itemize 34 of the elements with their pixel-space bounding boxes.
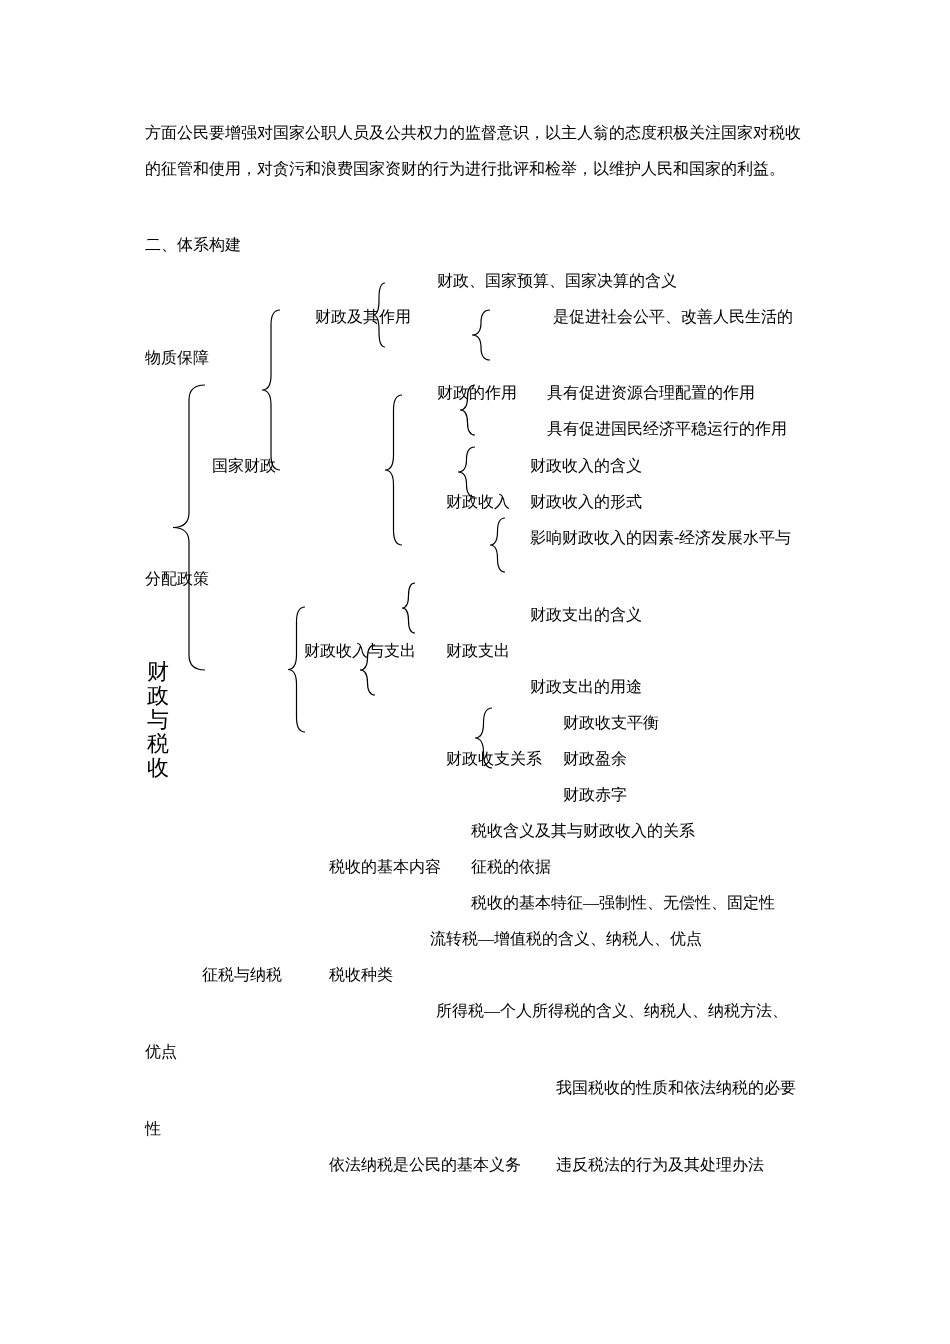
- outline-item: 财政支出: [446, 641, 510, 661]
- outline-item: 征税的依据: [471, 857, 551, 877]
- outline-item: 财政赤字: [563, 785, 627, 805]
- outline-item: 我国税收的性质和依法纳税的必要: [556, 1078, 796, 1098]
- outline-item: 违反税法的行为及其处理办法: [556, 1155, 764, 1175]
- outline-item: 财政收入的含义: [530, 456, 642, 476]
- outline-item: 财政支出的用途: [530, 677, 642, 697]
- outline-item: 优点: [145, 1042, 177, 1062]
- outline-item: 税收的基本特征—强制性、无偿性、固定性: [471, 893, 775, 913]
- outline-item: 所得税—个人所得税的含义、纳税人、纳税方法、: [436, 1001, 788, 1021]
- outline-item: 财政收支平衡: [563, 713, 659, 733]
- outline-item: 影响财政收入的因素-经济发展水平与: [530, 528, 792, 548]
- outline-item: 征税与纳税: [202, 965, 282, 985]
- section-heading: 二、体系构建: [145, 235, 241, 255]
- paragraph: 方面公民要增强对国家公职人员及公共权力的监督意识，以主人翁的态度积极关注国家对税收的征管和使用，对贪污和浪费国家资财的行为进行批评和检举，以维护人民和国家的利益。: [145, 123, 802, 179]
- outline-item: 具有促进资源合理配置的作用: [547, 383, 755, 403]
- outline-item: 国家财政: [212, 456, 276, 476]
- outline-item: 财政盈余: [563, 749, 627, 769]
- vertical-title: 财政与税收: [147, 660, 170, 780]
- outline-item: 财政的作用: [437, 383, 517, 403]
- outline-item: 税收种类: [329, 965, 393, 985]
- outline-item: 财政、国家预算、国家决算的含义: [437, 271, 677, 291]
- outline-item: 税收含义及其与财政收入的关系: [471, 821, 695, 841]
- outline-item: 具有促进国民经济平稳运行的作用: [547, 419, 787, 439]
- outline-item: 性: [145, 1119, 161, 1139]
- outline-item: 财政收入: [446, 492, 510, 512]
- outline-item: 物质保障: [145, 348, 209, 368]
- outline-item: 财政支出的含义: [530, 605, 642, 625]
- outline-item: 财政收入与支出: [304, 641, 416, 661]
- outline-item: 税收的基本内容: [329, 857, 441, 877]
- outline-item: 财政收入的形式: [530, 492, 642, 512]
- outline-item: 是促进社会公平、改善人民生活的: [553, 307, 793, 327]
- outline-item: 流转税—增值税的含义、纳税人、优点: [430, 929, 702, 949]
- outline-item: 依法纳税是公民的基本义务: [329, 1155, 521, 1175]
